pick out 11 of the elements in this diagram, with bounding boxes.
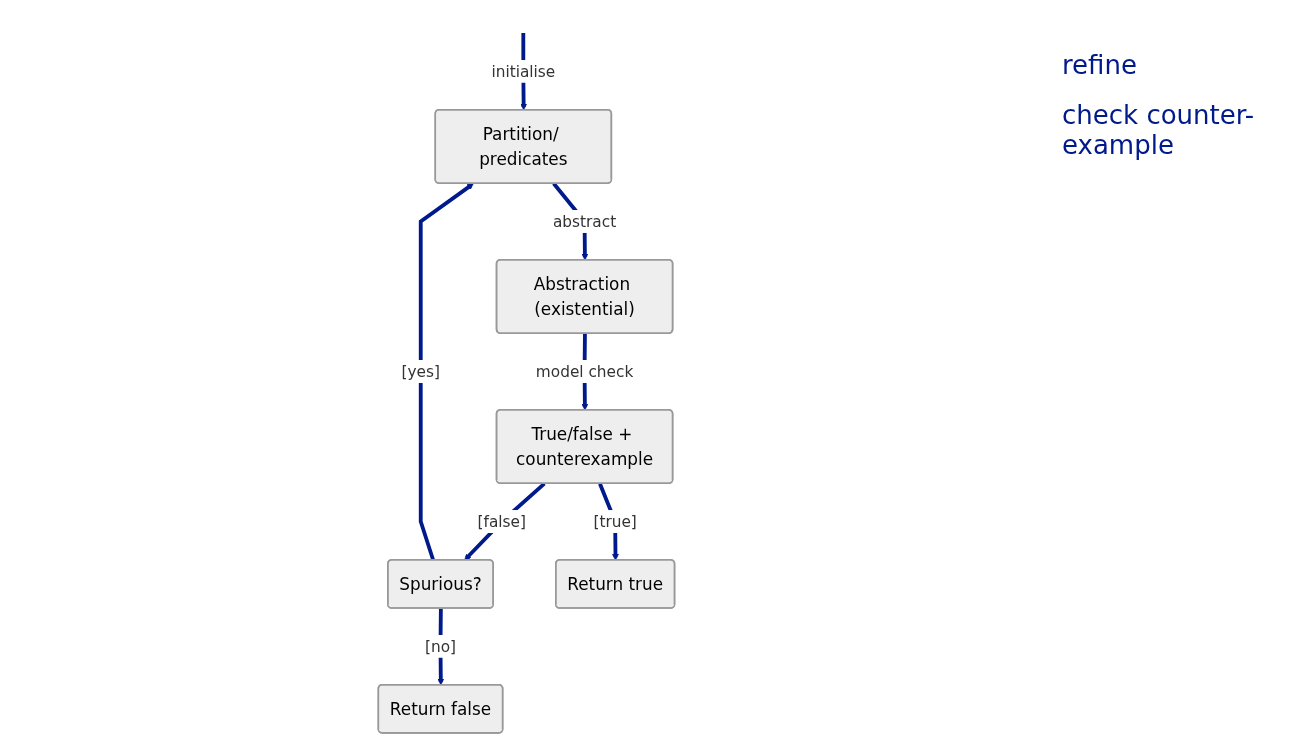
edge-label: [no] <box>424 637 456 656</box>
arrow <box>463 482 546 561</box>
edge-label: initialise <box>490 62 555 81</box>
edge-label: abstract <box>552 212 616 231</box>
edge-label: [true] <box>593 512 637 531</box>
arrow <box>418 183 474 561</box>
edge-label: [false] <box>477 512 526 531</box>
edge-label: model check <box>535 362 633 381</box>
note-text: check counter- example <box>1062 100 1256 160</box>
note-text: refine <box>1062 50 1138 80</box>
edge-label: [yes] <box>401 362 440 381</box>
